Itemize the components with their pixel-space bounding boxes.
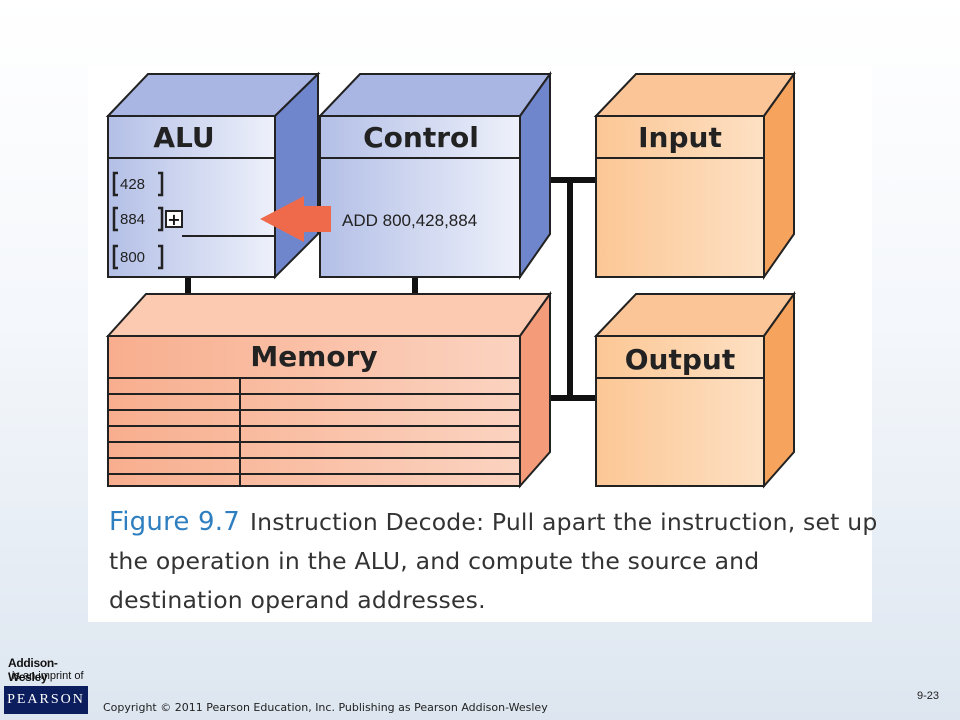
memory-title: Memory: [250, 340, 377, 373]
alu-register-1: 428: [112, 171, 164, 197]
alu-register-3: 800: [112, 244, 164, 270]
publisher-imprint: is an imprint of: [12, 670, 84, 682]
alu-register-2: 884 +: [112, 206, 183, 232]
alu-operation-symbol: +: [167, 210, 180, 229]
plus-operator-icon: [165, 210, 183, 228]
alu-box: ALU 428 884 + 800: [105, 71, 321, 280]
publisher-name: Addison-Wesley: [8, 656, 58, 684]
alu-register-1-value: 428: [120, 176, 145, 193]
slide-number: 9-23: [917, 690, 940, 702]
output-title: Output: [625, 343, 735, 376]
figure-panel: ALU 428 884 + 800: [88, 66, 872, 622]
memory-box: Memory: [105, 290, 552, 489]
caption-label: Figure 9.7: [109, 507, 240, 537]
alu-title: ALU: [153, 121, 214, 154]
control-box: Control ADD 800,428,884: [317, 70, 552, 281]
publisher-logo: Addison-Wesley is an imprint of PEARSON: [4, 656, 92, 718]
alu-register-2-value: 884: [120, 211, 145, 228]
input-box: Input: [593, 70, 796, 281]
output-box: Output: [593, 290, 796, 489]
copyright-text: Copyright © 2011 Pearson Education, Inc.…: [103, 701, 548, 714]
control-instruction: ADD 800,428,884: [342, 211, 477, 230]
von-neumann-diagram: ALU 428 884 + 800: [105, 70, 796, 489]
input-title: Input: [638, 121, 722, 154]
alu-register-3-value: 800: [120, 249, 145, 266]
caption-text: Instruction Decode: Pull apart the instr…: [109, 508, 878, 614]
control-title: Control: [363, 121, 479, 154]
pearson-logo: PEARSON: [4, 686, 88, 714]
decode-arrow-icon: [260, 196, 331, 242]
memory-cells: [108, 378, 520, 486]
